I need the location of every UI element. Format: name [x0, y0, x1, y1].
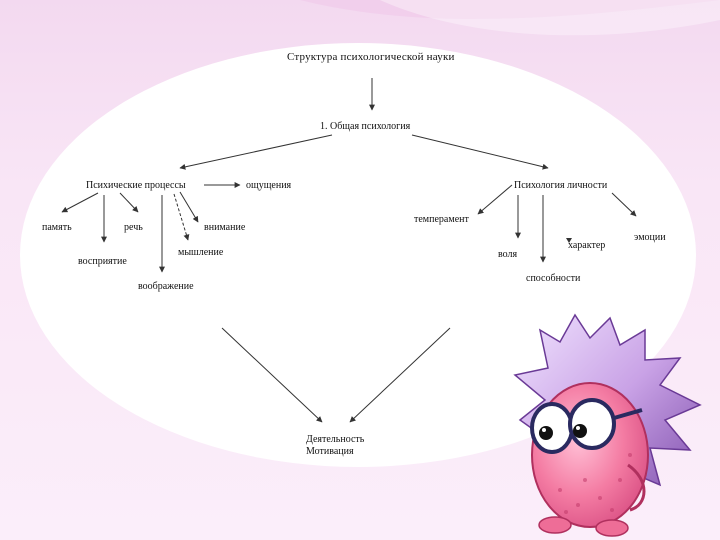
- mascot-dots: [558, 453, 632, 514]
- character-triangle-marker: [566, 238, 572, 243]
- temperament-label: темперамент: [414, 214, 469, 225]
- attention-label: внимание: [204, 222, 246, 233]
- decor-swoosh: [380, 0, 720, 36]
- diagram-title: Структура психологической науки: [287, 51, 455, 63]
- hedgehog-mascot: [513, 313, 702, 537]
- mascot-foot: [538, 516, 572, 534]
- speech-label: речь: [124, 222, 143, 233]
- mental-processes-label: Психические процессы: [86, 180, 186, 191]
- mascot-arm: [627, 463, 646, 512]
- connectors: [61, 78, 637, 423]
- will-label: воля: [498, 249, 518, 260]
- character-label: характер: [568, 240, 606, 251]
- diagram-panel: [20, 43, 696, 467]
- activity-label: Деятельность: [306, 434, 365, 445]
- glasses-icon: [530, 398, 643, 454]
- thinking-label: мышление: [178, 247, 224, 258]
- abilities-label: способности: [526, 273, 581, 284]
- general-psychology-label: 1. Общая психология: [320, 121, 411, 132]
- emotions-label: эмоции: [634, 232, 666, 243]
- motivation-label: Мотивация: [306, 446, 354, 457]
- imagination-label: воображение: [138, 281, 194, 292]
- perception-label: восприятие: [78, 256, 127, 267]
- memory-label: память: [42, 222, 72, 233]
- decor-swoosh: [300, 0, 720, 19]
- sensations-label: ощущения: [246, 180, 292, 191]
- personality-psychology-label: Психология личности: [514, 180, 608, 191]
- mascot-foot: [595, 519, 629, 537]
